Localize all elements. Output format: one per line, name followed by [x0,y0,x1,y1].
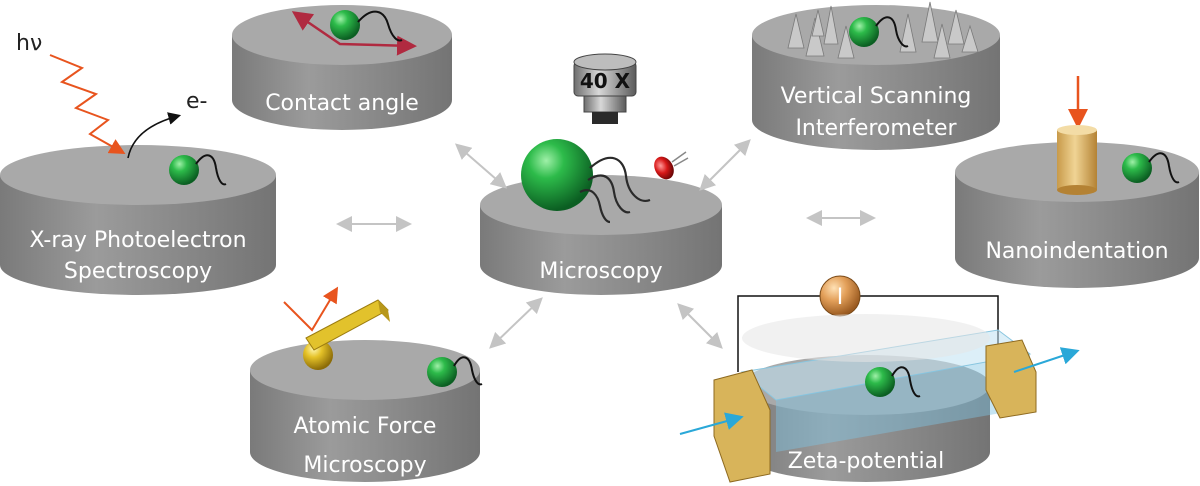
circuit-wire [737,295,999,372]
xps-label-line2: Spectroscopy [64,259,212,284]
bacterium-tail-icon [891,366,921,398]
xps-stage: hν e- X-ray Photoelectron Spectroscopy [0,31,276,295]
particle-icon [427,357,457,387]
bacterium-tail-icon [1148,152,1180,184]
led-light-icon [654,151,689,180]
arrow-zeta-microscopy [677,303,723,349]
afm-laser-icon [283,286,339,332]
arrow-contact-microscopy [454,143,508,189]
contact-angle-stage: Contact angle [232,5,452,130]
vsi-stage: Vertical Scanning Interferometer [752,1,1000,150]
current-symbol: I [837,285,844,310]
large-particle-icon [521,139,593,211]
flow-in-arrow [679,412,744,435]
magnification-label: 40 X [580,69,631,93]
microscopy-label: Microscopy [539,259,662,284]
particle-icon [1122,153,1152,183]
nanoindentation-label: Nanoindentation [985,239,1168,264]
connector-arrows [336,139,876,349]
particle-icon [849,17,879,47]
vsi-label-line2: Interferometer [795,116,957,141]
flagella-icon [579,156,651,224]
particle-icon [865,367,895,397]
electron-symbol: e- [186,89,207,114]
bacterium-tail-icon [875,16,909,48]
right-electrode-icon [985,339,1037,419]
xps-label-line1: X-ray Photoelectron [29,228,246,253]
nanoindentation-stage: Nanoindentation [955,76,1199,288]
indenter-cylinder-icon [1057,125,1097,195]
objective-lens-icon [573,53,637,124]
afm-label-line2: Microscopy [303,453,426,478]
afm-stage: Atomic Force Microscopy [250,286,483,482]
contact-angle-label: Contact angle [265,91,419,116]
arrow-afm-microscopy [489,297,543,349]
xray-photon-icon [49,54,126,154]
bacterium-tail-icon [195,154,227,186]
afm-tip-icon [303,340,333,370]
particle-icon [330,10,360,40]
surface-spikes-icon [787,1,979,59]
vsi-label-line1: Vertical Scanning [781,84,972,109]
flow-out-arrow [1013,347,1080,373]
photon-symbol: hν [16,31,42,56]
zeta-potential-label: Zeta-potential [788,449,945,474]
electron-path-icon [127,112,182,159]
afm-label-line1: Atomic Force [294,414,437,439]
microscopy-stage: 40 X Microscopy [480,53,722,295]
arrow-vsi-microscopy [699,139,751,191]
zeta-potential-stage: I Zeta-potential [679,275,1080,483]
bacterium-tail-icon [357,10,403,42]
particle-icon [169,155,199,185]
bacterium-tail-icon [453,356,483,386]
contact-angle-arrows [291,11,417,56]
